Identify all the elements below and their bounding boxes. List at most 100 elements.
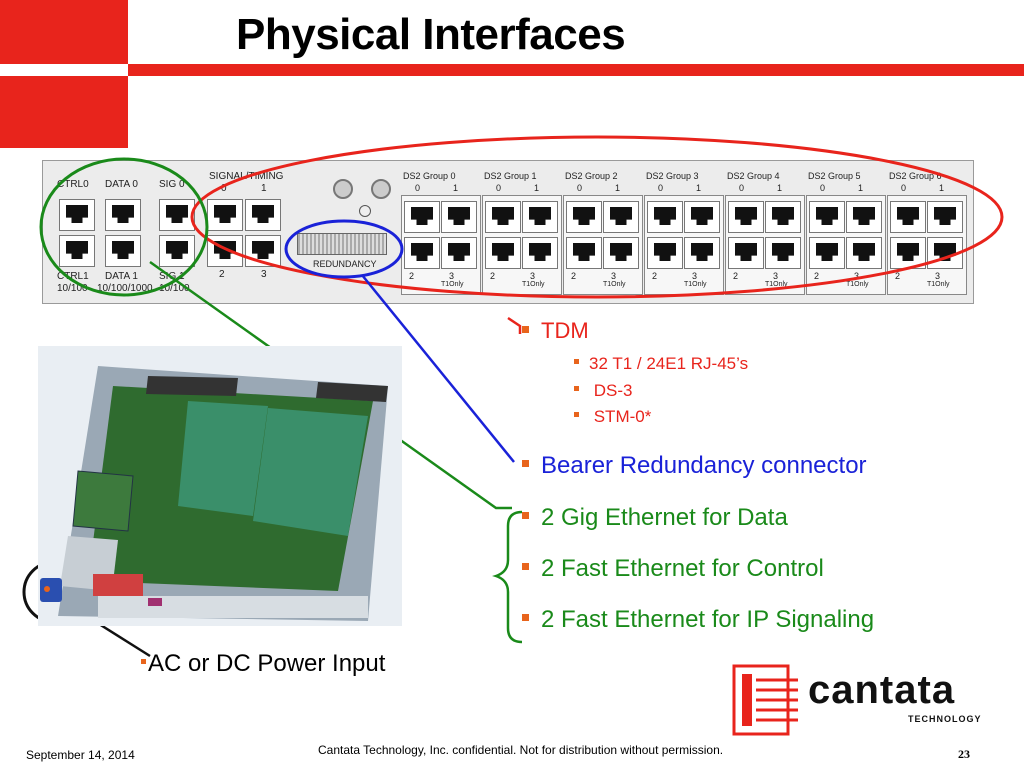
ds2-port-number: 3 bbox=[530, 271, 536, 281]
ds2-port-number: 2 bbox=[895, 271, 901, 281]
footer-confidential: Cantata Technology, Inc. confidential. N… bbox=[318, 743, 724, 757]
signal-port-1-label: 1 bbox=[261, 183, 267, 194]
ds2-port bbox=[603, 201, 639, 233]
ds2-port bbox=[927, 237, 963, 269]
data-port-1 bbox=[105, 235, 141, 267]
ds2-group-label: DS2 Group 5 bbox=[808, 171, 861, 181]
ds2-port-number: 3 bbox=[773, 271, 779, 281]
ds2-port-number: 3 bbox=[854, 271, 860, 281]
corner-block-top bbox=[0, 0, 128, 64]
ethernet-brace bbox=[492, 510, 523, 644]
tdm-sub-3: STM-0* bbox=[574, 407, 651, 427]
sig-port-1 bbox=[159, 235, 195, 267]
ds2-port-number: 0 bbox=[415, 183, 421, 193]
signal-port-0 bbox=[207, 199, 243, 231]
t1-only-label: T1Only bbox=[603, 281, 626, 288]
tdm-sub-1: 32 T1 / 24E1 RJ-45’s bbox=[574, 354, 748, 374]
fast-ctrl-bullet: 2 Fast Ethernet for Control bbox=[522, 555, 824, 583]
signal-port-0-label: 0 bbox=[221, 183, 227, 194]
fast-ip-bullet: 2 Fast Ethernet for IP Signaling bbox=[522, 606, 874, 634]
signal-port-3 bbox=[245, 235, 281, 267]
bearer-text: Bearer Redundancy connector bbox=[541, 452, 867, 479]
bearer-bullet: Bearer Redundancy connector bbox=[522, 452, 867, 480]
ds2-port bbox=[404, 237, 440, 269]
cantata-logo: cantata TECHNOLOGY bbox=[732, 664, 994, 736]
ds2-port bbox=[765, 201, 801, 233]
ds2-group-label: DS2 Group 4 bbox=[727, 171, 780, 181]
signal-port-2 bbox=[207, 235, 243, 267]
ctrl1-label: CTRL1 bbox=[57, 271, 89, 282]
ds2-port bbox=[647, 201, 683, 233]
power-input-icon bbox=[40, 578, 62, 602]
data1-label: DATA 1 bbox=[105, 271, 138, 282]
ds2-port bbox=[566, 237, 602, 269]
signal-port-2-label: 2 bbox=[219, 269, 225, 280]
gig-bullet: 2 Gig Ethernet for Data bbox=[522, 504, 788, 532]
slide-title: Physical Interfaces bbox=[236, 10, 626, 59]
ds2-port-number: 2 bbox=[733, 271, 739, 281]
signal-port-1 bbox=[245, 199, 281, 231]
ds2-port-number: 2 bbox=[409, 271, 415, 281]
ds2-port-number: 0 bbox=[496, 183, 502, 193]
ds2-port-number: 3 bbox=[611, 271, 617, 281]
t1-only-label: T1Only bbox=[441, 281, 464, 288]
t1-only-label: T1Only bbox=[684, 281, 707, 288]
corner-block-bottom bbox=[0, 76, 128, 148]
ds2-port-number: 0 bbox=[658, 183, 664, 193]
ground-icon bbox=[359, 205, 371, 217]
tdm-sub-2: DS-3 bbox=[574, 381, 632, 401]
ds2-port bbox=[728, 237, 764, 269]
footer-date: September 14, 2014 bbox=[26, 748, 135, 762]
ds2-port bbox=[522, 237, 558, 269]
ds2-port bbox=[684, 201, 720, 233]
t1-only-label: T1Only bbox=[846, 281, 869, 288]
ds2-port bbox=[890, 237, 926, 269]
tdm-sub-2-text: DS-3 bbox=[589, 381, 633, 400]
ds2-port-number: 1 bbox=[777, 183, 783, 193]
ds2-port-number: 2 bbox=[571, 271, 577, 281]
ds2-group-label: DS2 Group 1 bbox=[484, 171, 537, 181]
data0-label: DATA 0 bbox=[105, 179, 138, 190]
ds2-port bbox=[603, 237, 639, 269]
ds2-port bbox=[890, 201, 926, 233]
ds2-port bbox=[846, 201, 882, 233]
ds2-port bbox=[927, 201, 963, 233]
device-board-image bbox=[38, 346, 402, 626]
power-switch-dot bbox=[44, 586, 50, 592]
data-speed-label: 10/100/1000 bbox=[97, 283, 153, 294]
ds2-port bbox=[684, 237, 720, 269]
ds2-port-number: 0 bbox=[577, 183, 583, 193]
redundancy-connector bbox=[297, 233, 387, 255]
cantata-logo-mark bbox=[732, 664, 798, 736]
ds2-port-number: 0 bbox=[739, 183, 745, 193]
ds2-port-number: 3 bbox=[449, 271, 455, 281]
t1-only-label: T1Only bbox=[765, 281, 788, 288]
data-port-0 bbox=[105, 199, 141, 231]
sig1-label: SIG 1 bbox=[159, 271, 185, 282]
ds2-group-label: DS2 Group 2 bbox=[565, 171, 618, 181]
signal-timing-label: SIGNAL/TIMING bbox=[209, 171, 284, 182]
ds2-port bbox=[485, 237, 521, 269]
ds2-port bbox=[809, 237, 845, 269]
ctrl-port-1 bbox=[59, 235, 95, 267]
ds2-port-number: 0 bbox=[901, 183, 907, 193]
ds2-port bbox=[522, 201, 558, 233]
ds2-port-number: 1 bbox=[534, 183, 540, 193]
gig-text: 2 Gig Ethernet for Data bbox=[541, 504, 788, 531]
ds2-port bbox=[647, 237, 683, 269]
title-rule bbox=[128, 64, 1024, 76]
ds2-group-label: DS2 Group 6 bbox=[889, 171, 942, 181]
ds2-port bbox=[809, 201, 845, 233]
front-panel-image: CTRL0 DATA 0 SIG 0 CTRL1 DATA 1 SIG 1 10… bbox=[42, 160, 974, 304]
fast-ip-text: 2 Fast Ethernet for IP Signaling bbox=[541, 606, 875, 633]
redundancy-label: REDUNDANCY bbox=[313, 259, 377, 269]
ctrl0-label: CTRL0 bbox=[57, 179, 89, 190]
board-drawing bbox=[58, 366, 388, 621]
ds2-port-number: 0 bbox=[820, 183, 826, 193]
signal-port-3-label: 3 bbox=[261, 269, 267, 280]
ctrl-speed-label: 10/100 bbox=[57, 283, 88, 294]
ds2-port bbox=[441, 237, 477, 269]
t1-only-label: T1Only bbox=[927, 281, 950, 288]
footer-page-number: 23 bbox=[958, 747, 970, 761]
fast-ctrl-text: 2 Fast Ethernet for Control bbox=[541, 555, 824, 582]
